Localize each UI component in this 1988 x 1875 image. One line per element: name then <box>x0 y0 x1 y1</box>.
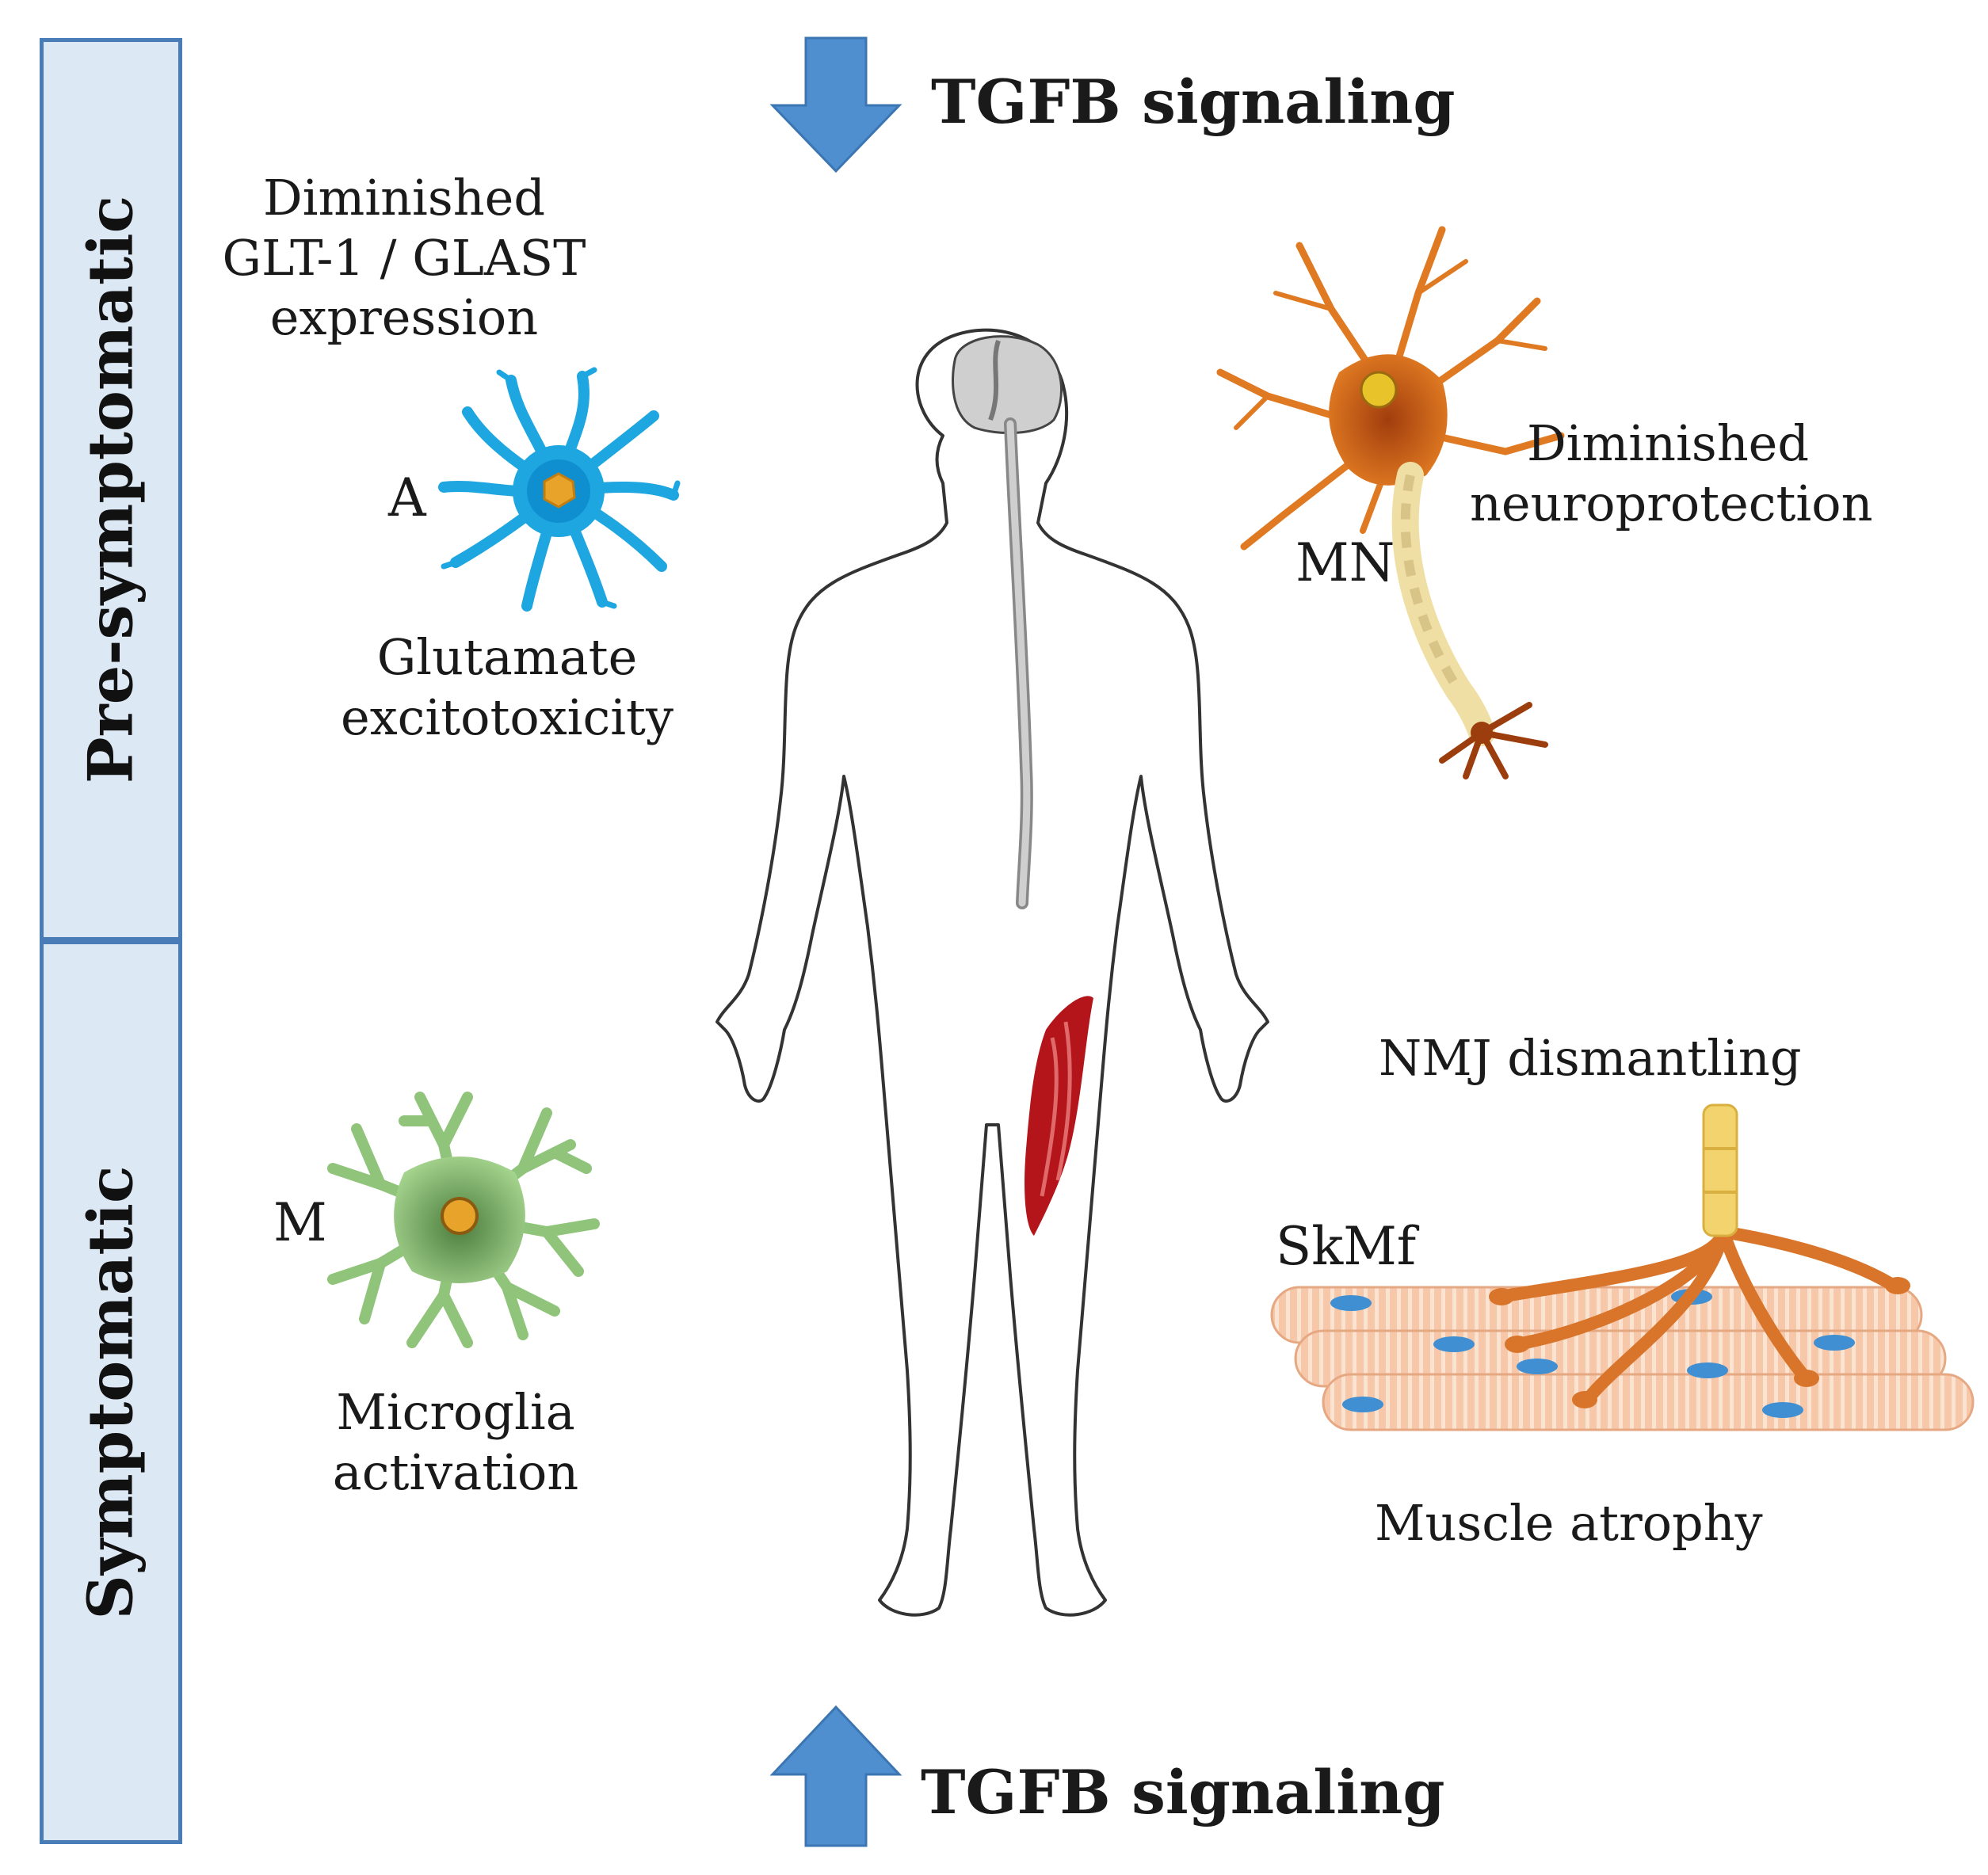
pre-symptomatic-stage-bar: Pre-symptomatic <box>40 38 182 941</box>
motor-neuron-letter: MN <box>1295 532 1395 593</box>
up-arrow-icon <box>769 1705 902 1847</box>
caption-line: activation <box>332 1442 579 1501</box>
caption-line: Microglia <box>336 1383 575 1441</box>
caption-line: Glutamate <box>376 628 638 686</box>
symptomatic-stage-bar: Symptomatic <box>40 941 182 1844</box>
motor-neuron-caption: Diminished neuroprotection <box>1470 413 1873 533</box>
skeletal-muscle-letter: SkMf <box>1276 1216 1417 1277</box>
pre-symptomatic-label: Pre-symptomatic <box>74 195 147 784</box>
microglia-icon <box>327 1092 600 1348</box>
astrocyte-letter: A <box>388 467 426 528</box>
microglia-caption: Microglia activation <box>297 1382 614 1502</box>
motor-neuron-icon <box>1216 226 1565 779</box>
tgfb-signaling-top-label: TGFB signaling <box>931 67 1456 137</box>
human-body-icon <box>715 328 1269 1617</box>
microglia-letter: M <box>273 1192 327 1253</box>
astrocyte-caption-top: Diminished GLT-1 / GLAST expression <box>206 168 602 348</box>
astrocyte-icon <box>438 367 681 612</box>
tgfb-signaling-bottom-label: TGFB signaling <box>921 1757 1445 1827</box>
caption-line: expression <box>269 288 539 347</box>
down-arrow-icon <box>769 36 902 173</box>
muscle-atrophy-caption: Muscle atrophy <box>1375 1494 1763 1552</box>
nmj-caption: NMJ dismantling <box>1379 1029 1802 1087</box>
skeletal-muscle-fiber-icon <box>1270 1103 1975 1431</box>
astrocyte-caption-bottom: Glutamate excitotoxicity <box>341 627 673 747</box>
caption-line: neuroprotection <box>1470 474 1873 532</box>
caption-line: GLT-1 / GLAST <box>222 228 586 287</box>
caption-line: Diminished <box>262 169 546 227</box>
caption-line: Diminished <box>1526 414 1810 472</box>
symptomatic-label: Symptomatic <box>74 1164 147 1620</box>
caption-line: excitotoxicity <box>341 688 673 746</box>
